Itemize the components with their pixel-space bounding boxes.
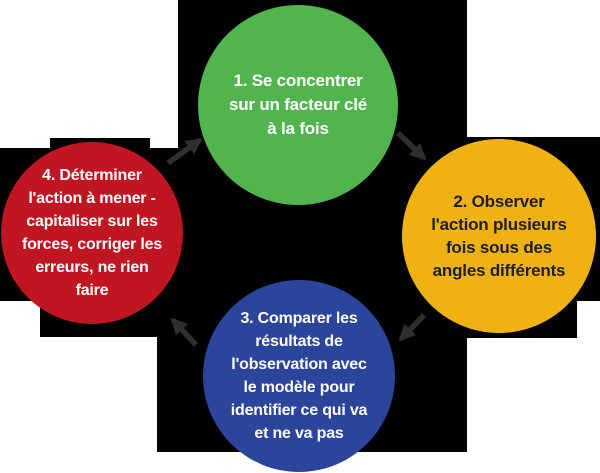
step-4-label: 4. Déterminer l'action à mener - capital… bbox=[21, 167, 163, 299]
step-circle-2-observe: 2. Observer l'action plusieurs fois sous… bbox=[402, 139, 596, 333]
step-circle-3-compare: 3. Comparer les résultats de l'observati… bbox=[203, 280, 395, 472]
step-3-label: 3. Comparer les résultats de l'observati… bbox=[230, 310, 368, 442]
step-2-label: 2. Observer l'action plusieurs fois sous… bbox=[431, 192, 567, 280]
step-1-label: 1. Se concentrer sur un facteur clé à la… bbox=[228, 71, 368, 138]
step-circle-1-focus: 1. Se concentrer sur un facteur clé à la… bbox=[198, 5, 398, 205]
step-circle-4-decide: 4. Déterminer l'action à mener - capital… bbox=[1, 142, 183, 324]
